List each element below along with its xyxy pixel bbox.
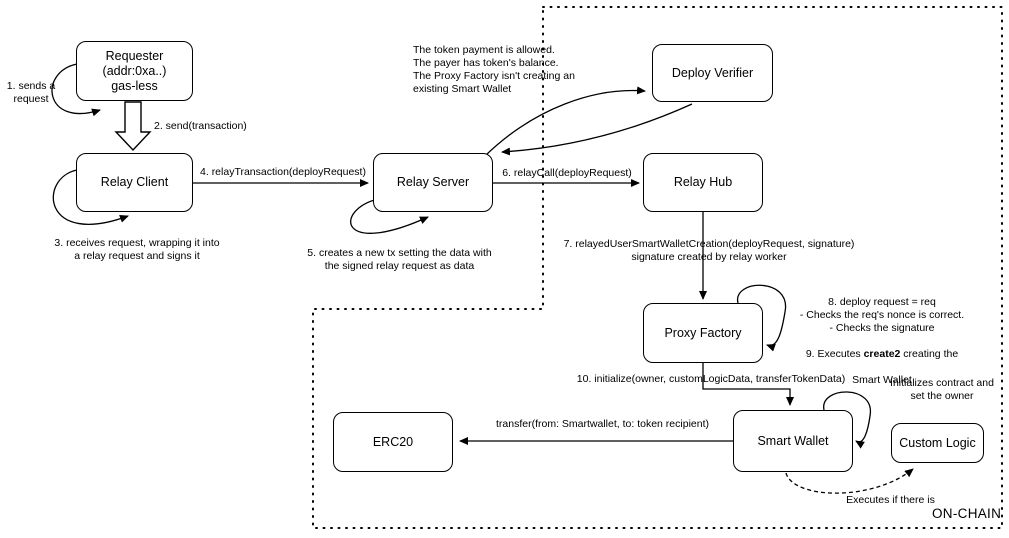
- step6-label: 6. relayCall(deployRequest): [502, 167, 632, 179]
- step2-label: 2. send(transaction): [154, 120, 247, 132]
- relay-server-box: Relay Server: [373, 153, 493, 212]
- server-to-verifier-curve: [485, 86, 646, 156]
- relay-client-self-loop: [52, 169, 129, 225]
- verifier-note-label: The token payment is allowed. The payer …: [413, 44, 575, 95]
- step9-prefix: 9. Executes: [805, 348, 864, 360]
- step9-suffix: creating the: [900, 348, 959, 360]
- executes-note-label: Executes if there is: [846, 494, 935, 506]
- step4-label: 4. relayTransaction(deployRequest): [200, 166, 366, 178]
- verifier-to-server-curve: [501, 103, 693, 156]
- relay-server-self-loop: [350, 198, 429, 234]
- send-transaction-block-arrow: [114, 101, 152, 152]
- relay-hub-box: Relay Hub: [643, 153, 763, 212]
- smart-wallet-box: Smart Wallet: [733, 410, 853, 472]
- smart-wallet-self-loop: [823, 391, 871, 449]
- init-note-label: Initializes contract and set the owner: [890, 377, 994, 402]
- step7-label: 7. relayedUserSmartWalletCreation(deploy…: [563, 238, 855, 263]
- proxy-factory-self-loop: [737, 284, 786, 352]
- step5-label: 5. creates a new tx setting the data wit…: [307, 247, 492, 272]
- step8-text: 8. deploy request = req - Checks the req…: [799, 296, 965, 334]
- onchain-label: ON-CHAIN: [932, 506, 1002, 521]
- deploy-verifier-box: Deploy Verifier: [652, 44, 773, 102]
- proxy-factory-note-label: 8. deploy request = req - Checks the req…: [770, 283, 994, 387]
- step3-label: 3. receives request, wrapping it into a …: [54, 237, 220, 262]
- step9-line2: Smart Wallet: [852, 374, 912, 386]
- erc20-box: ERC20: [333, 412, 453, 472]
- executes-dashed-curve: [785, 468, 914, 494]
- step9-create2: create2: [863, 348, 901, 360]
- step1-label: 1. sends a request: [6, 80, 56, 105]
- requester-self-loop: [51, 63, 101, 117]
- transfer-label: transfer(from: Smartwallet, to: token re…: [496, 418, 709, 430]
- step10-label: 10. initialize(owner, customLogicData, t…: [576, 373, 846, 385]
- initialize-arrow: [702, 363, 794, 406]
- relay-client-box: Relay Client: [76, 153, 193, 212]
- onchain-boundary: [312, 6, 1003, 529]
- requester-box: Requester (addr:0xa..) gas-less: [76, 41, 193, 101]
- custom-logic-box: Custom Logic: [891, 423, 984, 463]
- proxy-factory-box: Proxy Factory: [643, 303, 763, 363]
